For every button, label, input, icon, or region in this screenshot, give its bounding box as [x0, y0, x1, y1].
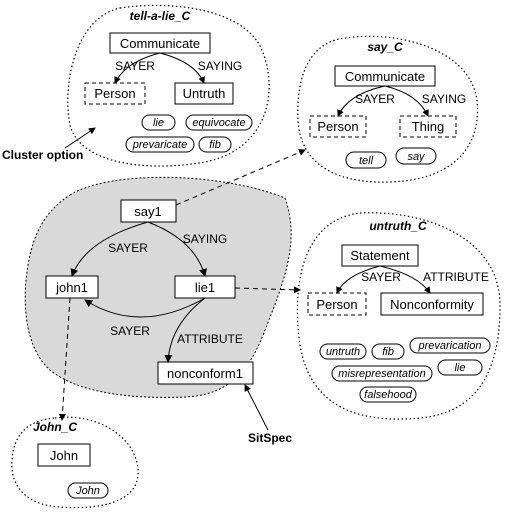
cluster-title-say: say_C — [367, 40, 403, 54]
mapping-john1-to-john-cluster — [58, 297, 71, 421]
word-pill-text: fib — [209, 139, 221, 151]
word-pill — [185, 114, 253, 131]
word-pill-text: tell — [359, 155, 374, 167]
word-pill-text: lie — [153, 117, 164, 129]
word-pill — [331, 365, 433, 382]
node-communicate-label: Communicate — [120, 36, 200, 51]
edge-say1-sayer — [70, 221, 149, 277]
word-pill-text: say — [407, 151, 426, 163]
edge-lie1-sayer — [84, 297, 206, 318]
edge-label-tell-saying: SAYING — [198, 59, 242, 73]
edge-label-lie1-attribute: ATTRIBUTE — [177, 332, 243, 346]
node-person-label: Person — [94, 86, 135, 101]
node-nonconformity-box — [380, 292, 484, 316]
cluster-untruth-outline — [296, 212, 501, 420]
mapping-lie1-to-untruth-cluster — [234, 286, 301, 294]
word-pill-text: lie — [454, 362, 465, 374]
word-pill — [125, 136, 195, 153]
edge-label-say1-sayer: SAYER — [108, 241, 148, 255]
node-communicate-label: Communicate — [345, 69, 425, 84]
edge-lie1-attribute — [164, 297, 206, 363]
node-person-label: Person — [316, 297, 357, 312]
node-thing-label: Thing — [412, 119, 445, 134]
node-john-label: John — [50, 448, 78, 463]
edge-untruth-sayer — [336, 265, 381, 294]
callout-cluster-option-arrow — [64, 127, 96, 149]
edge-label-untruth-sayer: SAYER — [361, 270, 401, 284]
node-say1-label: say1 — [134, 204, 161, 219]
word-pill — [437, 359, 483, 376]
edge-label-say1-saying: SAYING — [183, 232, 227, 246]
node-nonconform1-box — [157, 361, 254, 385]
word-pill-text: fib — [382, 346, 394, 358]
node-person-label: Person — [317, 119, 358, 134]
word-pill-text: John — [75, 485, 100, 497]
node-john-box — [37, 443, 91, 467]
sitspec-region — [24, 176, 292, 398]
edge-say1-saying — [147, 221, 207, 277]
edge-label-tell-sayer: SAYER — [115, 59, 155, 73]
word-pill — [319, 343, 367, 360]
word-pill — [67, 482, 109, 499]
node-nonconformity-label: Nonconformity — [390, 297, 474, 312]
cluster-title-john: John_C — [33, 420, 77, 434]
node-john1-label: john1 — [55, 280, 88, 295]
node-statement-label: Statement — [350, 248, 410, 263]
word-pill-text: equivocate — [192, 117, 245, 129]
callout-sitspec: SitSpec — [248, 431, 292, 445]
edge-tell-saying — [159, 52, 205, 84]
node-untruth-label: Untruth — [183, 86, 226, 101]
word-pill — [141, 114, 176, 131]
edge-label-lie1-sayer: SAYER — [110, 324, 150, 338]
callout-cluster-option: Cluster option — [2, 148, 83, 162]
cluster-title-untruth: untruth_C — [369, 219, 427, 233]
cluster-say-outline — [297, 35, 479, 183]
word-pill-text: falsehood — [364, 389, 413, 401]
word-pill-text: untruth — [326, 346, 360, 358]
node-lie1-label: lie1 — [195, 280, 215, 295]
edge-label-say-sayer: SAYER — [355, 92, 395, 106]
edge-say-sayer — [337, 85, 386, 117]
callout-sitspec-arrow — [244, 384, 269, 431]
edge-label-untruth-attribute: ATTRIBUTE — [423, 270, 489, 284]
word-pill — [359, 386, 417, 403]
word-pill-text: prevaricate — [132, 139, 187, 151]
word-pill-text: misrepresentation — [338, 368, 425, 380]
word-pill — [198, 136, 232, 153]
word-pill — [371, 343, 405, 360]
cluster-title-tell-a-lie: tell-a-lie_C — [130, 9, 191, 23]
word-pill-text: prevarication — [418, 340, 482, 352]
node-nonconform1-label: nonconform1 — [167, 366, 243, 381]
cluster-john-outline — [11, 416, 139, 509]
word-pill — [409, 337, 491, 354]
word-pill — [345, 151, 387, 169]
edge-say-saying — [384, 85, 429, 117]
word-pill — [395, 147, 437, 165]
edge-tell-sayer — [114, 52, 161, 84]
edge-label-say-saying: SAYING — [422, 92, 466, 106]
edge-untruth-attribute — [379, 265, 431, 294]
